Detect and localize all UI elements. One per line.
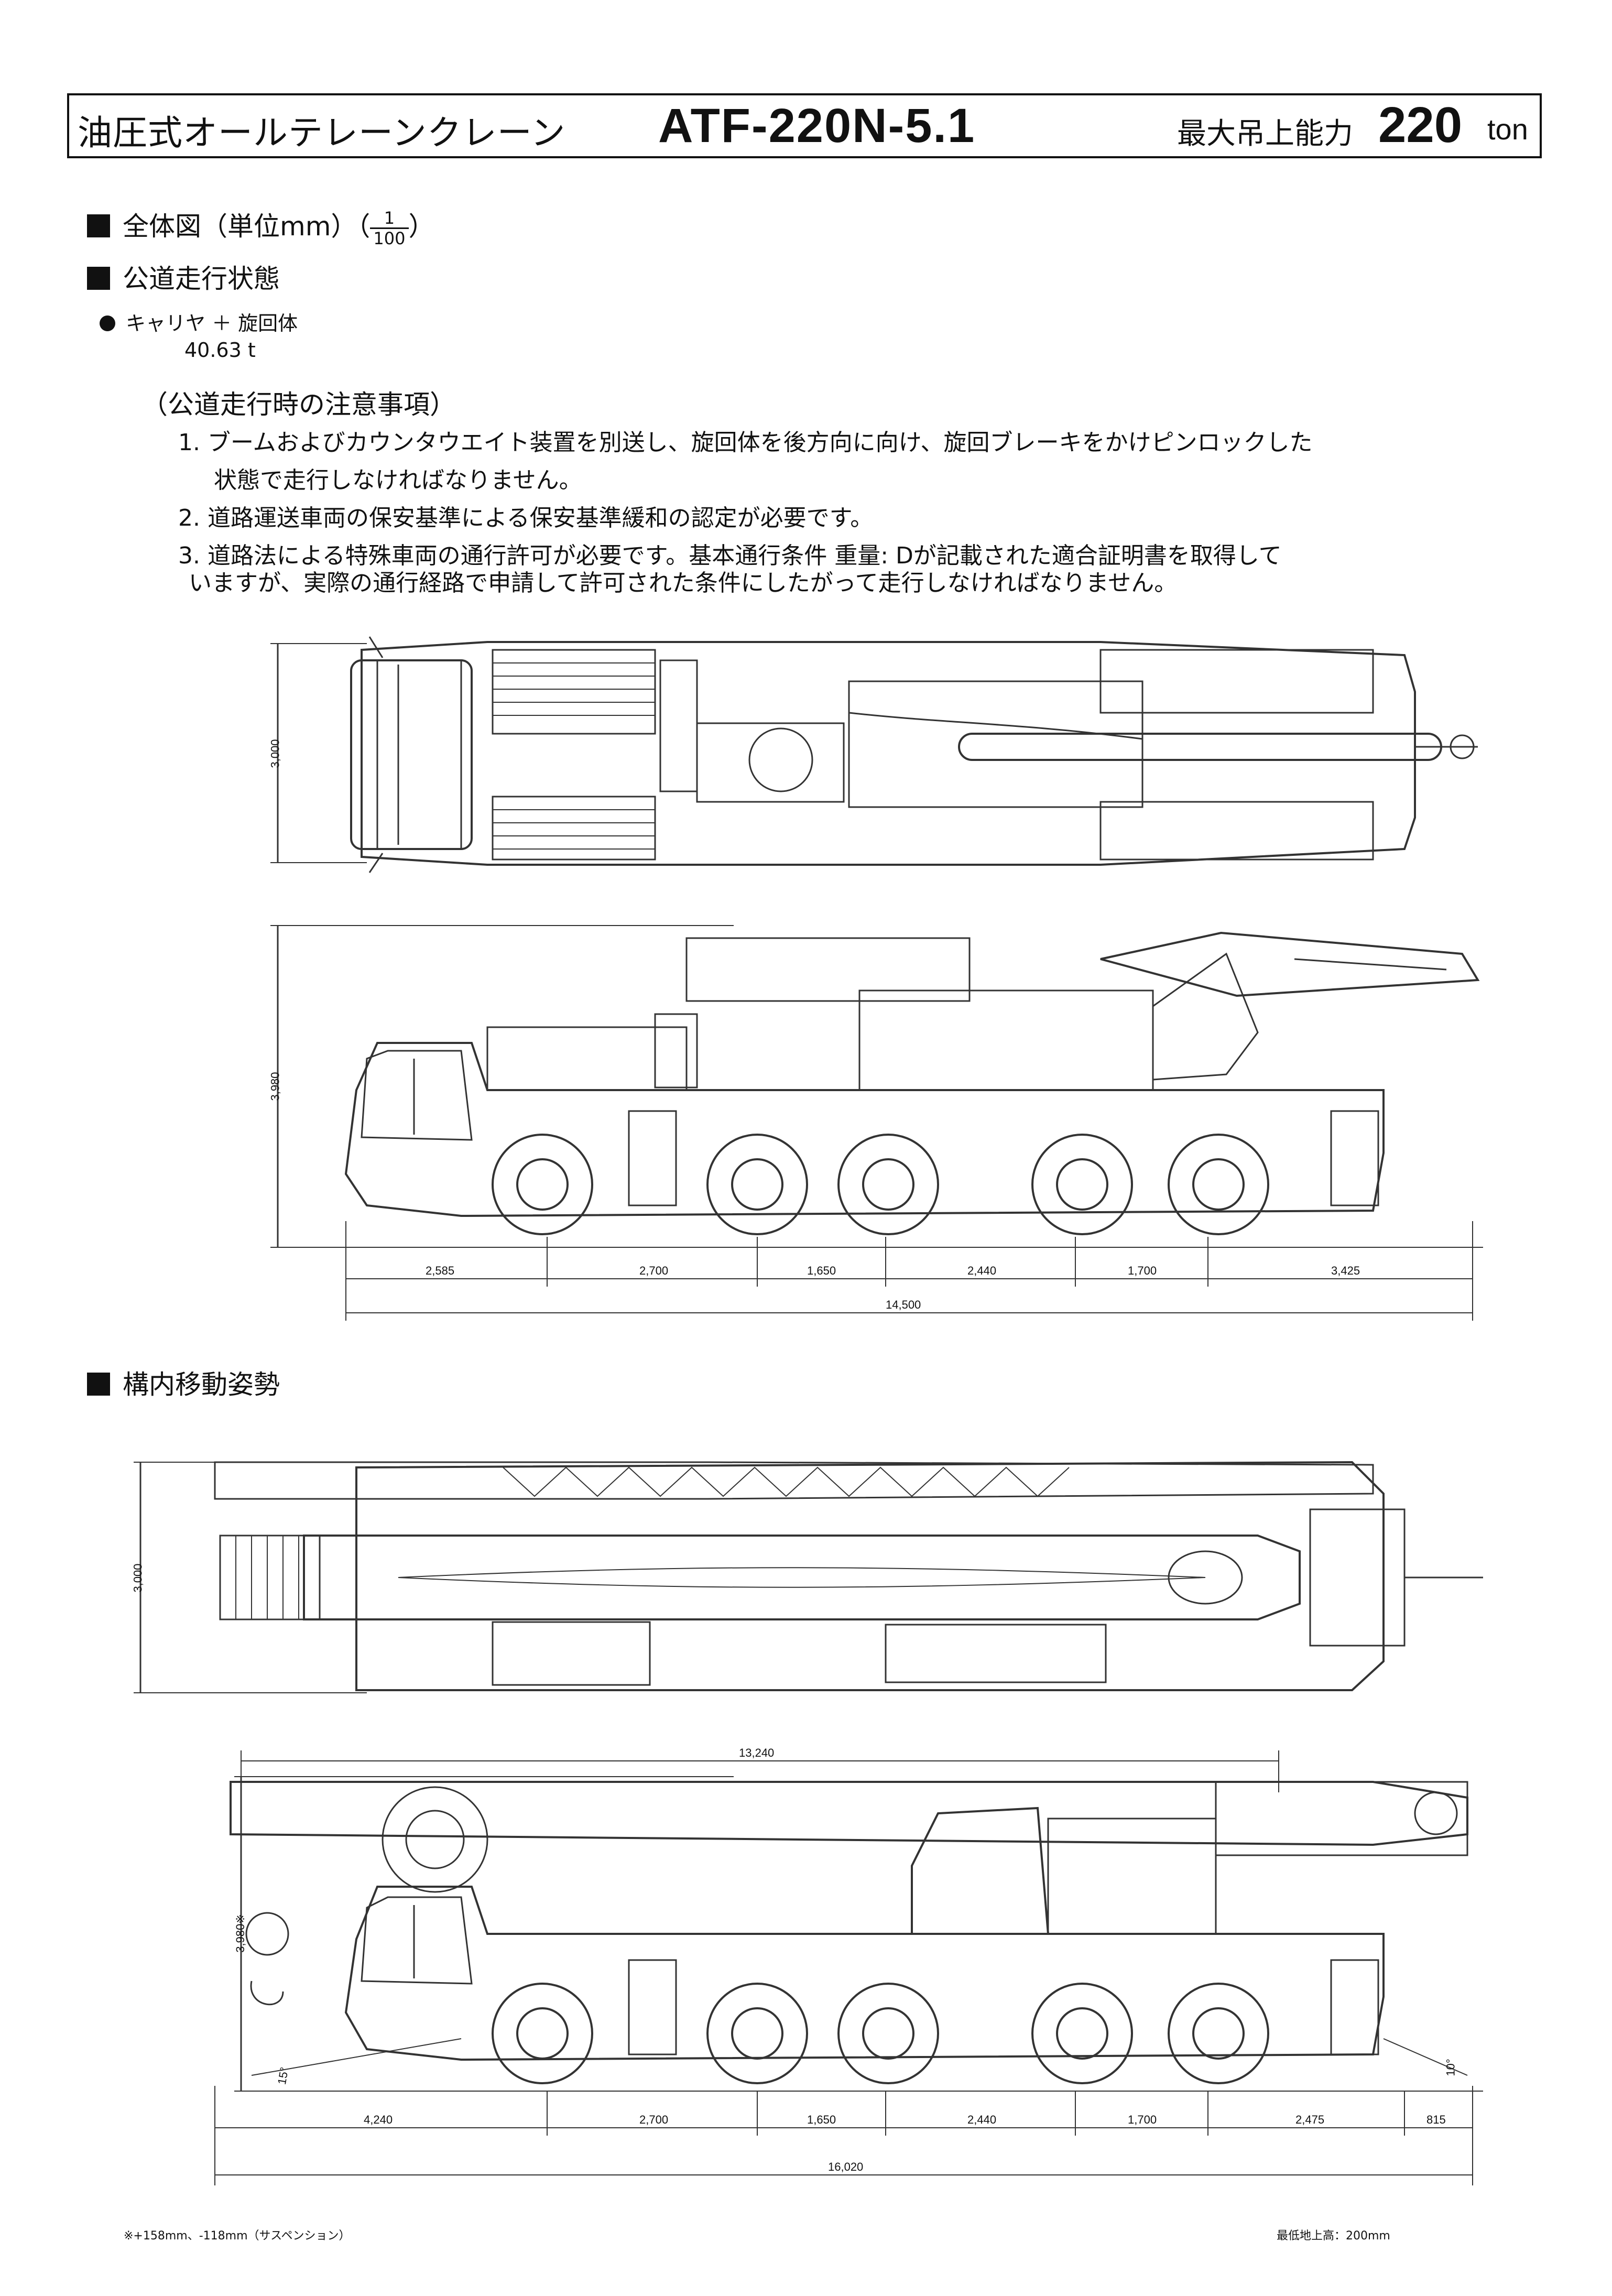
carrier-bullet: キャリヤ ＋ 旋回体 xyxy=(100,307,298,336)
road-total: 14,500 xyxy=(886,1298,921,1311)
road-seg-2: 2,700 xyxy=(639,1264,669,1277)
road-seg-1: 2,585 xyxy=(426,1264,455,1277)
note-3b: いますが、実際の通行経路で申請して許可された条件にしたがって走行しなければなりま… xyxy=(189,570,1178,596)
site-top-dimension xyxy=(241,1750,1279,1792)
road-side-view xyxy=(270,925,1483,1248)
note-3a: 3. 道路法による特殊車両の通行許可が必要です。基本通行条件 重量: Dが記載さ… xyxy=(178,542,1282,569)
site-seg-3: 1,650 xyxy=(807,2113,836,2126)
site-top-length: 13,240 xyxy=(739,1746,775,1759)
scale-denominator: 100 xyxy=(373,228,406,248)
site-seg-5: 1,700 xyxy=(1128,2113,1157,2126)
notes-heading: （公道走行時の注意事項） xyxy=(141,389,456,420)
site-seg-6: 2,475 xyxy=(1295,2113,1325,2126)
road-weight: 40.63 t xyxy=(184,339,256,362)
footer-ground-clearance: 最低地上高：200mm xyxy=(1277,2229,1390,2243)
site-height-label: 3,980※ xyxy=(234,1914,247,1953)
document-title: 油圧式オールテレーンクレーン xyxy=(78,113,566,153)
site-dimension-lines xyxy=(214,2086,1473,2185)
note-1a: 1. ブームおよびカウンタウエイト装置を別送し、旋回体を後方向に向け、旋回ブレー… xyxy=(178,429,1313,456)
scale-numerator: 1 xyxy=(370,209,409,229)
note-2: 2. 道路運送車両の保安基準による保安基準緩和の認定が必要です。 xyxy=(178,505,874,531)
section-road-label: 公道走行状態 xyxy=(123,264,280,294)
capacity-value: 220 xyxy=(1378,97,1463,153)
square-bullet-icon xyxy=(87,1373,110,1396)
site-angle-rear: 10° xyxy=(1444,2059,1457,2076)
site-seg-7: 815 xyxy=(1426,2113,1446,2126)
note-1b: 状態で走行しなければなりません。 xyxy=(214,467,582,494)
site-height-value: 3,980 xyxy=(233,1923,247,1953)
site-width-label: 3,000 xyxy=(131,1563,145,1593)
footer-suspension-note: ※+158mm、-118mm（サスペンション） xyxy=(124,2229,351,2243)
road-seg-5: 1,700 xyxy=(1128,1264,1157,1277)
road-width-label: 3,000 xyxy=(268,739,282,768)
road-seg-6: 3,425 xyxy=(1331,1264,1360,1277)
section-site-label: 構内移動姿勢 xyxy=(123,1369,280,1400)
road-dimension-lines xyxy=(345,1221,1473,1321)
site-seg-2: 2,700 xyxy=(639,2113,669,2126)
site-seg-1: 4,240 xyxy=(364,2113,393,2126)
section-road-heading: 公道走行状態 xyxy=(87,258,280,296)
square-bullet-icon xyxy=(87,214,110,237)
title-box xyxy=(67,93,1542,158)
site-seg-4: 2,440 xyxy=(967,2113,997,2126)
site-height-mark: ※ xyxy=(233,1914,247,1924)
model-name: ATF-220N-5.1 xyxy=(658,99,976,153)
site-plan-view xyxy=(134,1461,1483,1693)
capacity-unit: ton xyxy=(1487,113,1528,146)
square-bullet-icon xyxy=(87,267,110,290)
site-total: 16,020 xyxy=(828,2160,864,2173)
road-seg-4: 2,440 xyxy=(967,1264,997,1277)
section-general-close: ） xyxy=(408,211,435,242)
road-plan-view xyxy=(270,636,1478,873)
section-site-heading: 構内移動姿勢 xyxy=(87,1364,280,1401)
capacity-label: 最大吊上能力 xyxy=(1177,117,1353,151)
site-side-view xyxy=(230,1776,1483,2092)
carrier-bullet-text: キャリヤ ＋ 旋回体 xyxy=(126,312,298,335)
road-height-label: 3,980 xyxy=(268,1072,282,1101)
road-seg-3: 1,650 xyxy=(807,1264,836,1277)
round-bullet-icon xyxy=(100,315,115,331)
section-general-label: 全体図（単位mm）（ xyxy=(123,211,371,242)
